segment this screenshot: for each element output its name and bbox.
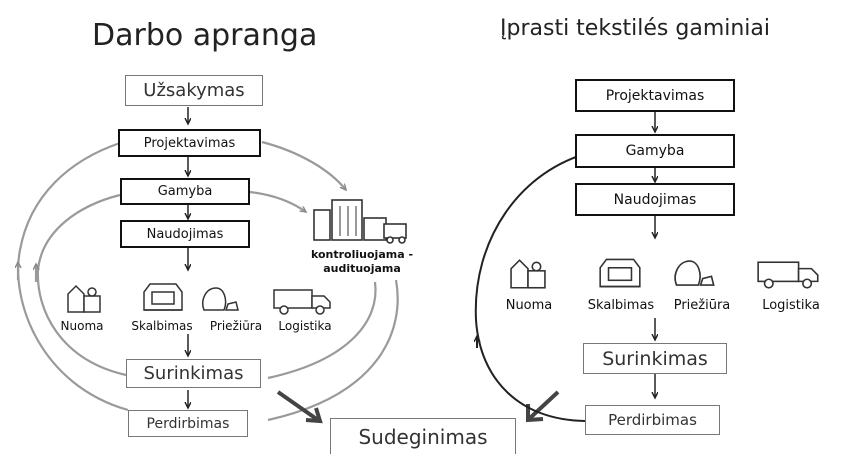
- right-service-logistics: Logistika: [762, 298, 820, 313]
- care-icon: [198, 282, 242, 318]
- right-production-box: Gamyba: [575, 134, 735, 168]
- truck-icon: [272, 288, 334, 320]
- left-order-box: Užsakymas: [125, 75, 263, 106]
- right-recycling-box: Perdirbimas: [585, 405, 720, 435]
- care-icon: [670, 254, 718, 294]
- controlled-label: kontroliuojama -: [310, 248, 414, 261]
- left-design-box: Projektavimas: [118, 129, 261, 157]
- right-title: Įprasti tekstilés gaminiai: [500, 16, 771, 41]
- right-service-care: Priežiūra: [673, 298, 731, 313]
- audited-label: audituojama: [323, 262, 401, 275]
- left-service-rental: Nuoma: [60, 319, 104, 333]
- right-collection-box: Surinkimas: [583, 343, 727, 374]
- right-service-rental: Nuoma: [505, 298, 553, 313]
- right-use-box: Naudojimas: [575, 183, 735, 216]
- right-service-washing: Skalbimas: [587, 298, 655, 313]
- left-title: Darbo apranga: [92, 18, 318, 53]
- washing-machine-icon: [596, 254, 644, 296]
- left-service-logistics: Logistika: [278, 319, 332, 333]
- left-service-care: Priežiūra: [209, 319, 263, 333]
- factory-icon: [312, 196, 408, 248]
- left-production-box: Gamyba: [120, 178, 250, 205]
- left-service-washing: Skalbimas: [131, 319, 193, 333]
- left-use-box: Naudojimas: [120, 220, 250, 248]
- truck-icon: [756, 260, 822, 294]
- right-design-box: Projektavimas: [575, 79, 735, 112]
- left-collection-box: Surinkimas: [126, 359, 261, 388]
- left-recycling-box: Perdirbimas: [128, 410, 248, 437]
- rental-icon: [506, 256, 550, 296]
- rental-icon: [64, 282, 104, 320]
- washing-machine-icon: [140, 280, 186, 318]
- incineration-box: Sudeginimas: [330, 418, 516, 454]
